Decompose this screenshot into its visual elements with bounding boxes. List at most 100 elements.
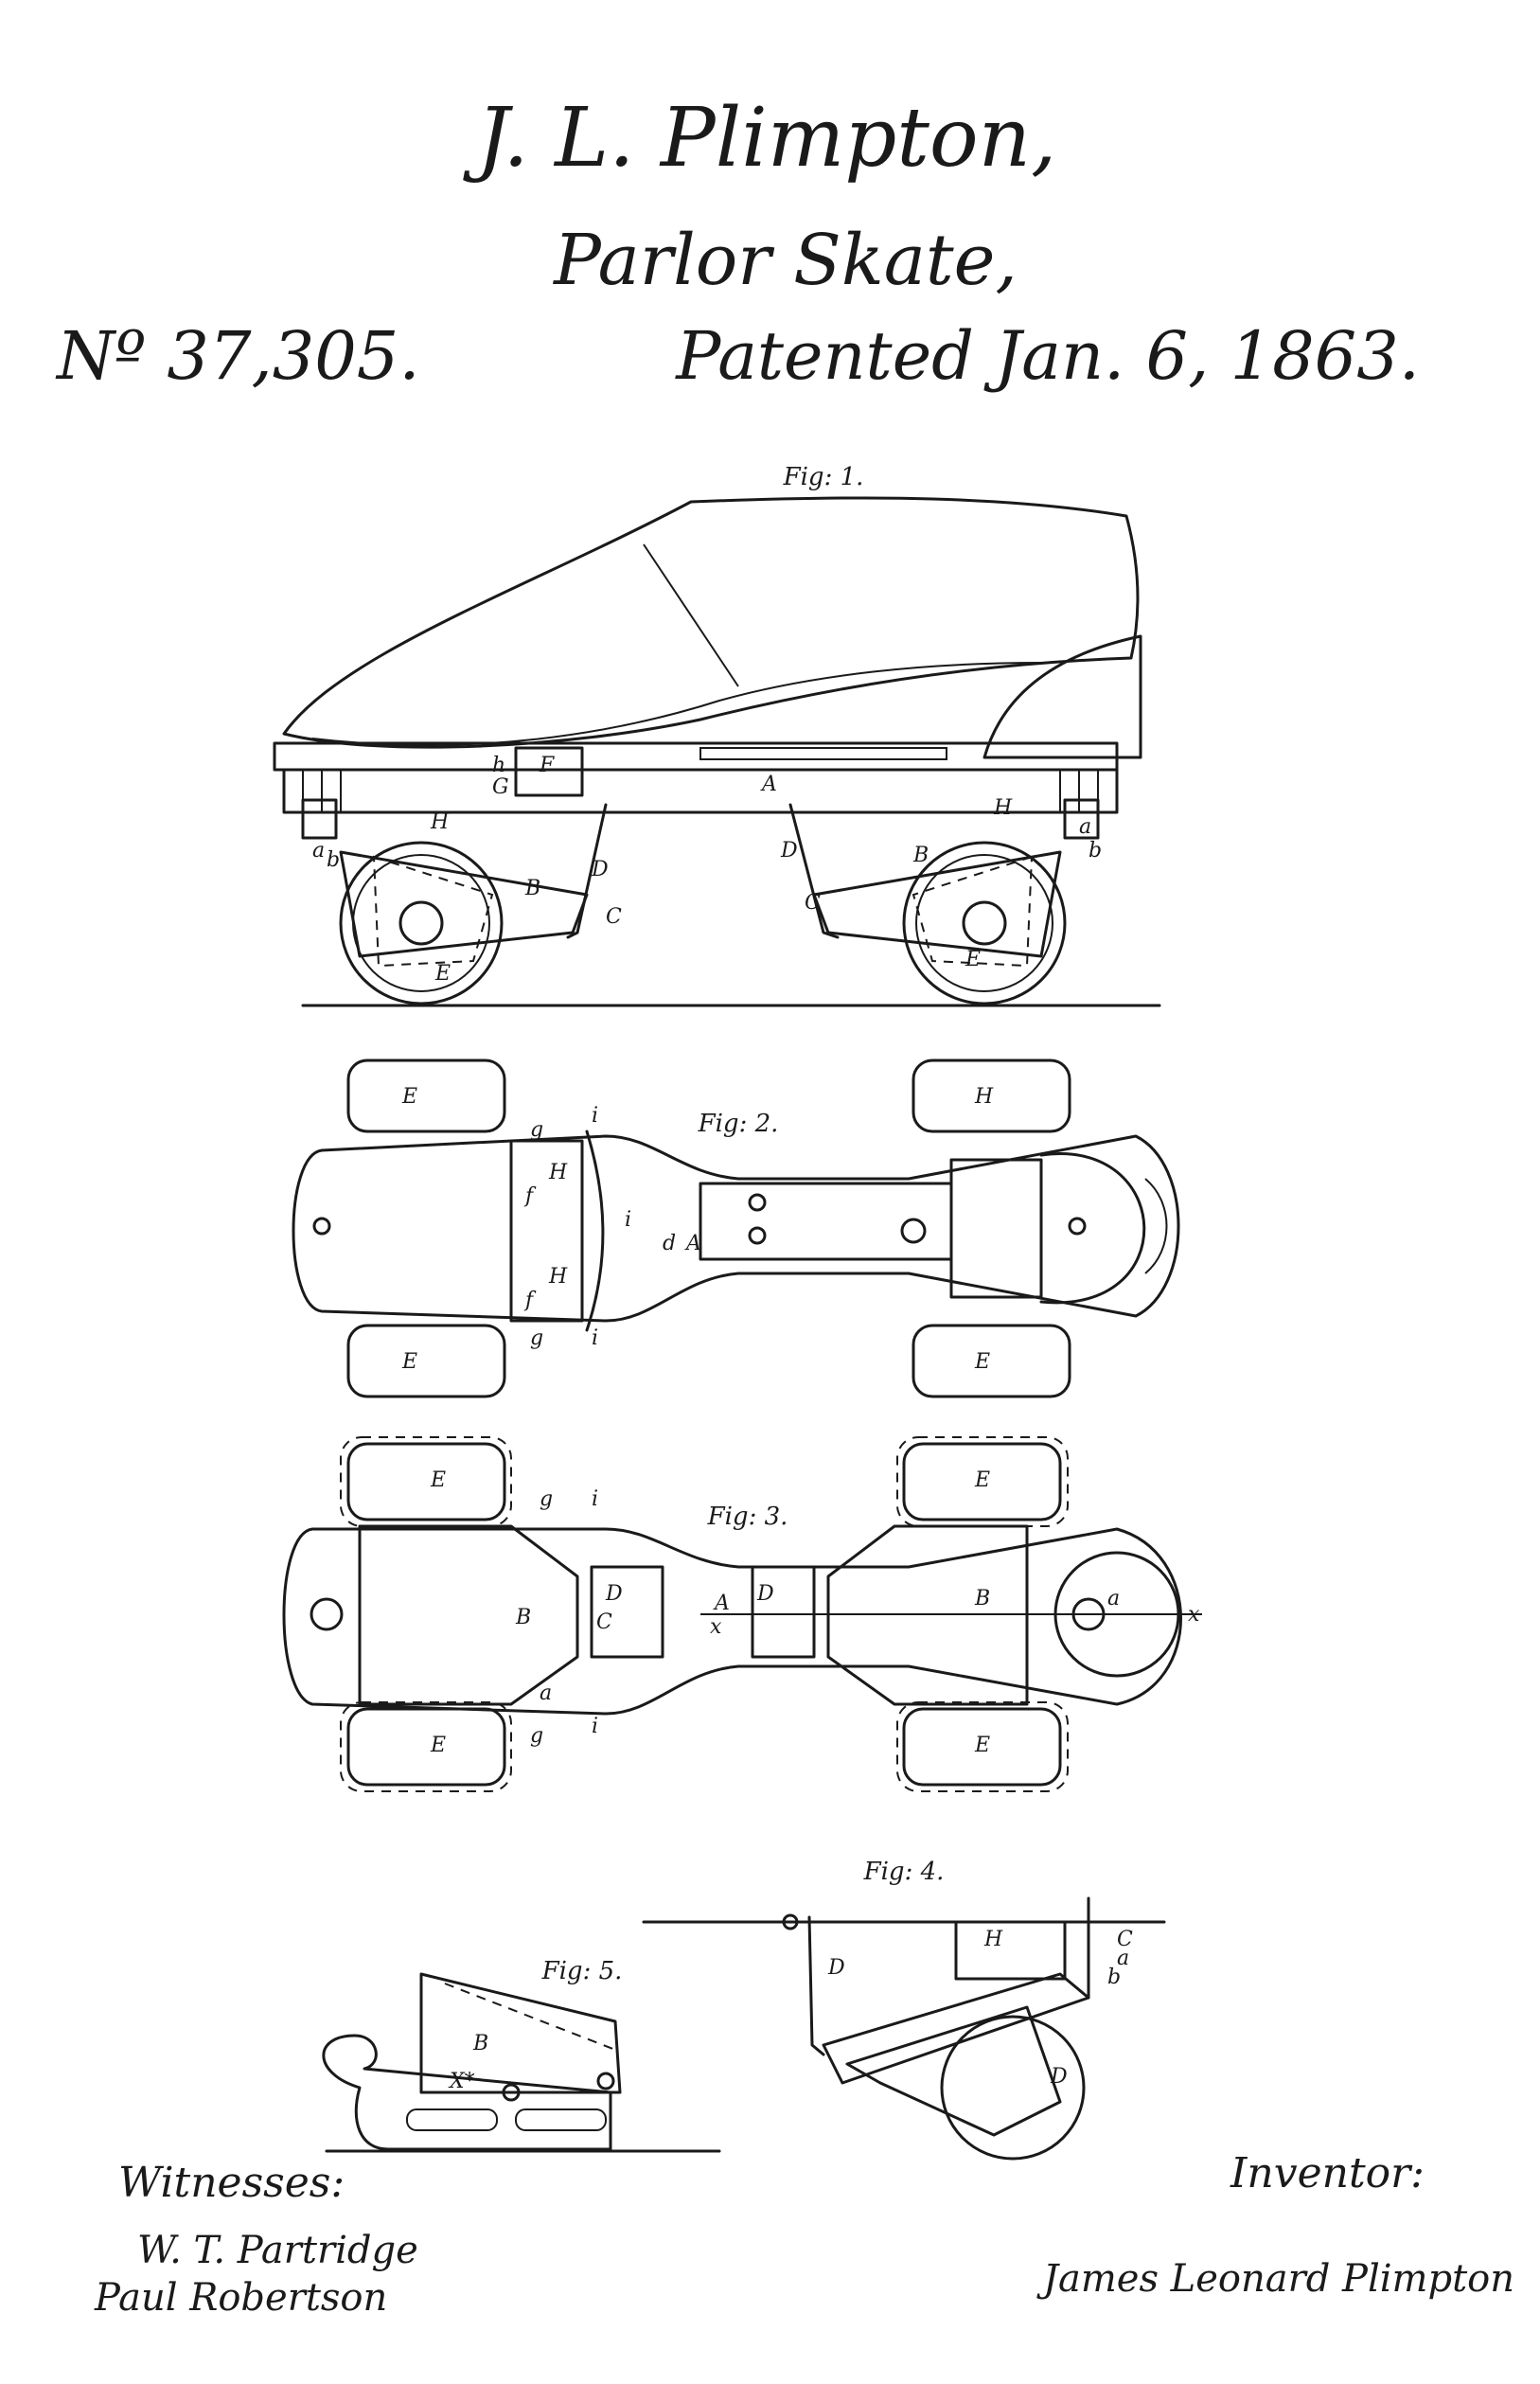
svg-text:E: E [430, 1468, 446, 1492]
letter-b-rear: b [1089, 839, 1102, 863]
svg-text:x: x [710, 1615, 722, 1639]
letter-B-rear: B [912, 844, 929, 867]
svg-text:D: D [605, 1582, 623, 1606]
figure-2-top-view: Fig: 2. E E H E H H f f g g i i i d A [292, 1059, 1180, 1398]
svg-text:E: E [974, 1734, 990, 1757]
wheel-E-b-rr [902, 1707, 1062, 1787]
shoe-seam [643, 543, 739, 687]
svg-text:B: B [974, 1587, 990, 1610]
svg-text:g: g [530, 1118, 543, 1142]
wheel-block-E [845, 2005, 1062, 2137]
letter-D-rear: D [780, 839, 798, 863]
letter-a-rear: a [1079, 815, 1091, 839]
toe-clamp-F [514, 746, 584, 797]
shoe-upper [282, 496, 1140, 749]
svg-text:i: i [625, 1208, 631, 1232]
svg-text:E: E [974, 1468, 990, 1492]
svg-text:A: A [713, 1592, 730, 1615]
heel-clamp [949, 1158, 1043, 1299]
letter-b-front: b [327, 848, 340, 872]
svg-text:a: a [540, 1681, 552, 1705]
sole-ribs [302, 770, 1099, 812]
wheel-E-fr [912, 1059, 1071, 1133]
svg-text:b: b [1107, 1966, 1121, 1989]
svg-text:C: C [1117, 1928, 1133, 1951]
svg-text:E: E [430, 1734, 446, 1757]
wheel-hub-rear [962, 900, 1007, 946]
wheel-E-front [339, 841, 504, 1005]
wheel-E-b-fr [902, 1442, 1062, 1521]
witness-signature-2: Paul Robertson [94, 2276, 387, 2320]
letter-E-rear: E [965, 948, 981, 971]
shoe-welt [311, 662, 1042, 747]
hanger-plate-front [590, 1565, 664, 1659]
rubber-block-H [954, 1920, 1067, 1981]
letter-A: A [760, 773, 777, 796]
king-bolt-front [310, 1597, 344, 1631]
adjusting-strap [699, 747, 947, 760]
svg-text:E: E [401, 1085, 417, 1109]
svg-text:f: f [523, 1184, 537, 1208]
heel-bolt [900, 1218, 927, 1244]
inventor-name: J. L. Plimpton, [463, 91, 1057, 186]
svg-text:A: A [684, 1232, 701, 1255]
hanger-plate-rear [751, 1565, 816, 1659]
invention-title: Parlor Skate, [552, 220, 1018, 301]
rubber-spring-front [301, 798, 338, 840]
bearing-box-front [372, 855, 494, 968]
bearing-box-rear [912, 855, 1034, 968]
hanger-D-section [807, 1915, 825, 2056]
svg-text:E: E [974, 1350, 990, 1374]
svg-text:g: g [530, 1326, 543, 1350]
footer: Witnesses: Inventor: W. T. Partridge Pau… [94, 2149, 1514, 2320]
svg-text:B: B [472, 2032, 488, 2055]
letter-G: G [492, 775, 509, 799]
wheel-E-rr [912, 1324, 1071, 1398]
wheel-E-rear [902, 841, 1067, 1005]
svg-text:x: x [1188, 1603, 1200, 1627]
svg-text:a: a [1117, 1947, 1129, 1970]
svg-text:B: B [515, 1606, 531, 1629]
fig2-label: Fig: 2. [698, 1110, 779, 1138]
svg-text:i: i [592, 1715, 598, 1738]
figure-4-section: Fig: 4. H D D C a b [642, 1858, 1166, 2161]
truck-B-rear [812, 850, 1062, 958]
svg-text:i: i [592, 1104, 598, 1128]
foot-stock-A [282, 768, 1119, 814]
svg-text:H: H [983, 1928, 1003, 1951]
header: J. L. Plimpton, Parlor Skate, Nº 37,305.… [55, 91, 1420, 395]
witness-signature-1: W. T. Partridge [137, 2229, 418, 2272]
wheel-E-fl [346, 1059, 506, 1133]
foot-stock-outline-fig2 [292, 1134, 1180, 1323]
letter-H-rear: H [993, 796, 1013, 820]
letter-E-front: E [434, 962, 451, 986]
figure-3-bottom-view: Fig: 3. B B D C A D x x a a g g i i E E … [282, 1436, 1202, 1792]
svg-text:a: a [1107, 1587, 1120, 1610]
fig3-label: Fig: 3. [707, 1503, 788, 1531]
letter-F: F [539, 754, 555, 777]
svg-text:D: D [756, 1582, 774, 1606]
letter-C-front: C [606, 905, 622, 929]
svg-text:C: C [596, 1610, 612, 1634]
svg-text:g: g [540, 1487, 553, 1511]
letter-H-front: H [430, 810, 450, 834]
svg-text:X*: X* [448, 2070, 475, 2093]
hanger-D-rear [788, 803, 840, 939]
truck-B-b-front [358, 1524, 579, 1706]
svg-text:D: D [1050, 2065, 1068, 2089]
runner-blade [322, 2034, 612, 2151]
letter-a-front: a [312, 839, 325, 863]
letter-C-rear: C [805, 891, 821, 915]
svg-text:i: i [592, 1487, 598, 1511]
letter-h: h [492, 754, 505, 777]
wheel-hub-front [398, 900, 444, 946]
wheel-E-b-rl [346, 1707, 506, 1787]
heel-plate [699, 1182, 953, 1261]
fig5-label: Fig: 5. [541, 1957, 623, 1985]
wheel-E-rl [346, 1324, 506, 1398]
toe-hole [312, 1217, 331, 1236]
fig4-label: Fig: 4. [863, 1858, 945, 1886]
svg-text:H: H [548, 1265, 568, 1289]
runner-block-B [419, 1972, 622, 2094]
